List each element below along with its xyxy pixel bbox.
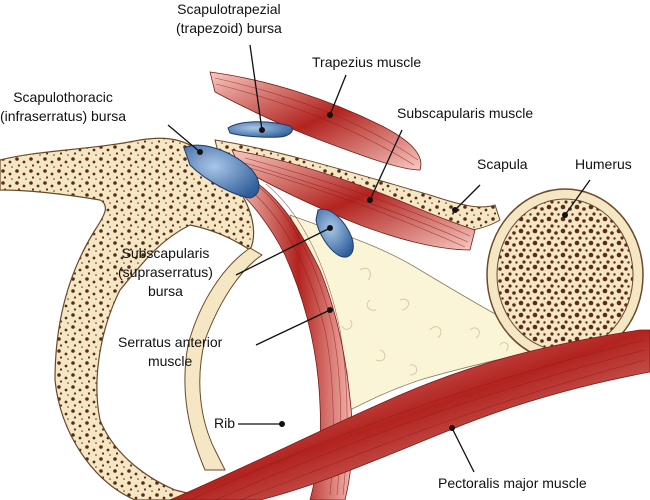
leader-dots	[197, 112, 568, 431]
leader-dot	[259, 127, 265, 133]
label-line: Humerus	[575, 156, 632, 172]
leader-dot	[327, 225, 333, 231]
leader-pectoralis	[451, 427, 475, 473]
leader-dot	[197, 149, 203, 155]
subscapularis-fibers	[244, 157, 471, 248]
rib-bone	[0, 137, 255, 500]
scapulothoracic-bursa-label: Scapulothoracic (infraserratus) bursa	[0, 88, 126, 126]
humerus-label: Humerus	[575, 155, 632, 174]
leader-subscapularis-muscle	[369, 129, 403, 201]
leader-humerus	[564, 179, 591, 216]
leader-dot	[279, 421, 285, 427]
leader-dot	[562, 212, 568, 218]
pectoralis-major-muscle	[169, 329, 650, 500]
leader-subscapularis-bursa	[235, 227, 331, 276]
serratus-anterior-label: Serratus anterior muscle	[118, 333, 222, 371]
label-line: Subscapularis	[121, 245, 210, 261]
label-line: muscle	[147, 353, 193, 369]
pectoralis-major-label: Pectoralis major muscle	[438, 474, 587, 493]
label-line: (trapezoid) bursa	[176, 20, 282, 36]
leader-scapula	[454, 184, 481, 211]
label-line: Trapezius muscle	[312, 54, 422, 70]
leader-scapulotrapezial	[249, 44, 263, 131]
leader-dot	[327, 112, 333, 118]
label-line: Scapulotrapezial	[177, 1, 281, 17]
trapezius-muscle-label: Trapezius muscle	[312, 53, 421, 72]
leader-scapulothoracic	[167, 124, 201, 153]
subscapularis-bursa	[315, 208, 354, 258]
rib-cortex	[184, 247, 263, 471]
subscapularis-muscle-label: Subscapularis muscle	[397, 104, 533, 123]
leader-dot	[452, 207, 458, 213]
scapulothoracic-bursa	[183, 144, 260, 199]
scapulotrapezial-bursa-label: Scapulotrapezial (trapezoid) bursa	[176, 0, 282, 38]
leader-trapezius	[329, 74, 347, 116]
leader-dot	[327, 307, 333, 313]
fat-texture	[339, 267, 509, 381]
pectoralis-fibers	[189, 339, 646, 500]
label-line: Subscapularis muscle	[397, 105, 534, 121]
humerus-bone	[496, 198, 634, 352]
label-line: Serratus anterior	[118, 334, 223, 350]
label-line: Scapula	[477, 156, 528, 172]
label-line: (supraserratus)	[118, 264, 213, 280]
rib-label: Rib	[214, 414, 235, 433]
leader-dot	[449, 425, 455, 431]
serratus-anterior-muscle	[231, 174, 353, 500]
label-line: (infraserratus) bursa	[0, 108, 127, 124]
label-line: Rib	[214, 415, 236, 431]
label-line: Scapulothoracic	[13, 89, 113, 105]
subscapularis-bursa-label: Subscapularis (supraserratus) bursa	[118, 244, 213, 301]
label-line: bursa	[147, 283, 183, 299]
leader-serratus	[255, 309, 331, 346]
leader-lines	[167, 44, 591, 473]
label-line: Pectoralis major muscle	[438, 475, 587, 491]
leader-dot	[367, 197, 373, 203]
scapula-label: Scapula	[477, 155, 528, 174]
